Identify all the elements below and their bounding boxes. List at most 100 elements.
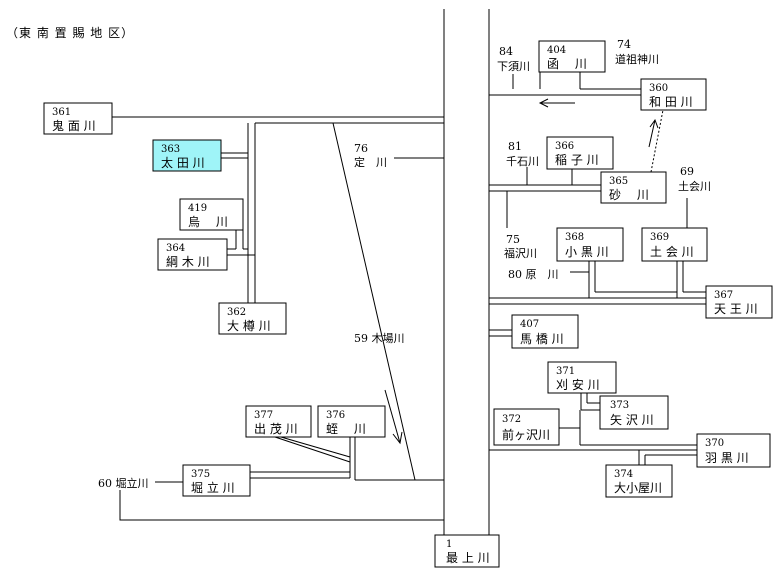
node-365-name: 砂 川 (609, 188, 649, 202)
node-363-box (152, 139, 222, 172)
node-1-box (434, 534, 500, 568)
node-370[interactable]: 370 羽 黒 川 (696, 433, 771, 468)
block-368-369 (488, 191, 706, 299)
node-363-name: 太 田 川 (161, 155, 205, 170)
node-369-name: 土 会 川 (650, 245, 694, 259)
node-369-number: 369 (650, 232, 669, 243)
node-360-number: 360 (649, 83, 668, 94)
link-377-a (274, 436, 351, 463)
node-366-name: 稲 子 川 (555, 153, 599, 167)
node-404-box (538, 40, 606, 73)
node-372[interactable]: 372 前ヶ沢川 (493, 408, 560, 446)
node-375-number: 375 (191, 469, 210, 480)
node-377-box (245, 405, 312, 438)
label-81-name: 千石川 (506, 155, 539, 168)
node-373-box (599, 395, 669, 430)
node-361[interactable]: 361 鬼 面 川 (43, 102, 113, 135)
node-368[interactable]: 368 小 黒 川 (556, 227, 624, 262)
node-370-number: 370 (705, 438, 724, 449)
node-366[interactable]: 366 稲 子 川 (546, 136, 614, 170)
node-376-number: 376 (326, 410, 345, 421)
node-368-number: 368 (565, 232, 584, 243)
node-419-number: 419 (188, 203, 207, 214)
node-375-name: 堀 立 川 (191, 480, 235, 495)
link-bottom-bracket (119, 490, 444, 521)
node-361-name: 鬼 面 川 (52, 118, 96, 133)
node-364-number: 364 (166, 243, 185, 254)
node-419[interactable]: 419 烏 川 (179, 198, 244, 231)
label-69-name: 土会川 (678, 180, 711, 193)
node-371-number: 371 (556, 366, 575, 377)
label-74-name: 道祖神川 (615, 52, 659, 66)
node-363-number: 363 (161, 144, 180, 155)
node-373-name: 矢 沢 川 (610, 413, 654, 427)
node-404-number: 404 (547, 45, 566, 56)
label-59: 59 木場川 (354, 332, 405, 345)
label-74-num: 74 (617, 38, 631, 51)
node-365[interactable]: 365 砂 川 (600, 171, 667, 204)
node-364-name: 綱 木 川 (166, 255, 210, 269)
node-374-box (605, 464, 673, 498)
label-76-name: 定 川 (354, 155, 387, 169)
node-370-name: 羽 黒 川 (705, 451, 749, 465)
node-407-number: 407 (520, 319, 539, 330)
link-377-b (280, 436, 351, 458)
node-373-number: 373 (610, 400, 629, 411)
arrow-left-head (538, 98, 549, 108)
node-367-box (705, 285, 773, 319)
arrow-59-head (392, 431, 403, 445)
node-375-box (182, 464, 251, 497)
node-373[interactable]: 373 矢 沢 川 (599, 395, 669, 430)
node-361-number: 361 (52, 107, 71, 118)
node-404[interactable]: 404 函 川 (538, 40, 606, 73)
node-362-number: 362 (227, 307, 246, 318)
node-369[interactable]: 369 土 会 川 (641, 227, 708, 262)
river-lines (112, 9, 770, 535)
node-364[interactable]: 364 綱 木 川 (157, 238, 228, 271)
node-407-name: 馬 橋 川 (520, 332, 564, 346)
label-81-num: 81 (508, 140, 522, 153)
node-367-name: 天 王 川 (714, 302, 758, 316)
node-372-name: 前ヶ沢川 (502, 427, 550, 442)
node-375[interactable]: 375 堀 立 川 (182, 464, 251, 497)
node-371-box (547, 361, 617, 394)
node-370-box (696, 433, 771, 468)
node-372-number: 372 (502, 414, 521, 425)
node-362[interactable]: 362 大 樽 川 (218, 302, 287, 335)
node-404-name: 函 川 (547, 57, 587, 71)
node-362-box (218, 302, 287, 335)
node-360[interactable]: 360 和 田 川 (640, 78, 707, 111)
node-367[interactable]: 367 天 王 川 (705, 285, 773, 319)
node-377[interactable]: 377 出 茂 川 (245, 405, 312, 438)
node-377-name: 出 茂 川 (254, 422, 298, 436)
node-371-name: 刈 安 川 (556, 377, 600, 392)
node-360-box (640, 78, 707, 111)
node-364-box (157, 238, 228, 271)
node-376[interactable]: 376 蛭 川 (317, 405, 386, 438)
label-84-num: 84 (499, 45, 513, 58)
label-69-num: 69 (680, 165, 694, 178)
node-407[interactable]: 407 馬 橋 川 (511, 314, 579, 349)
node-376-name: 蛭 川 (326, 421, 366, 436)
node-368-name: 小 黒 川 (565, 245, 609, 259)
node-407-box (511, 314, 579, 349)
node-367-number: 367 (714, 290, 733, 301)
node-365-number: 365 (609, 176, 628, 187)
node-363[interactable]: 363 太 田 川 (152, 139, 222, 172)
node-369-box (641, 227, 708, 262)
node-374[interactable]: 374 大小屋川 (605, 464, 673, 498)
arrow-up-shaft (648, 119, 656, 148)
node-377-number: 377 (254, 410, 273, 421)
node-365-box (600, 171, 667, 204)
node-366-box (546, 136, 614, 170)
label-75-num: 75 (506, 233, 520, 246)
node-419-name: 烏 川 (188, 215, 228, 229)
node-374-number: 374 (614, 469, 633, 480)
node-371[interactable]: 371 刈 安 川 (547, 361, 617, 394)
node-1-number: 1 (446, 539, 452, 550)
label-80: 80 原 川 (508, 268, 559, 281)
node-366-number: 366 (555, 141, 574, 152)
node-1[interactable]: 1 最 上 川 (434, 534, 500, 568)
arrow-up-head (649, 118, 659, 129)
